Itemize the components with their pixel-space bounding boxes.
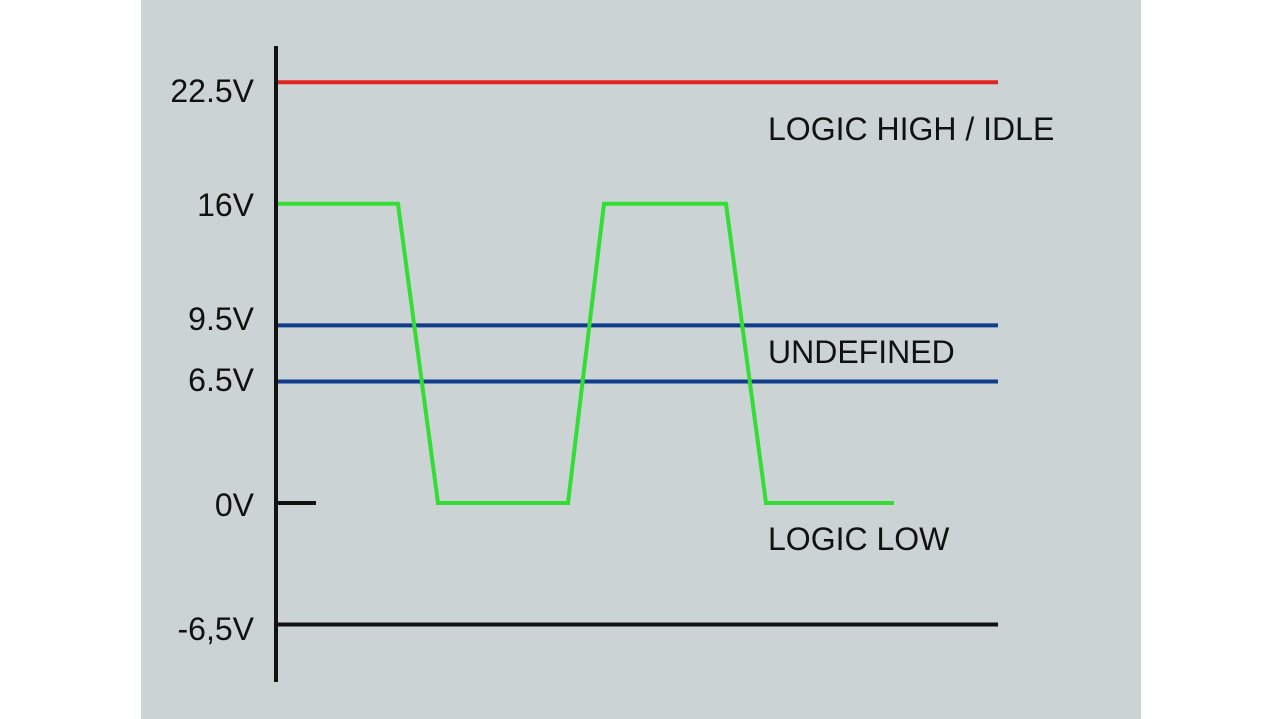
tick-label-6-5v: 6.5V [188,362,254,398]
tick-label-0v: 0V [215,487,255,523]
tick-label-minus-6-5v: -6,5V [178,611,255,647]
zone-label-undefined: UNDEFINED [768,334,955,370]
threshold-lines [276,80,998,627]
zone-labels: LOGIC HIGH / IDLE UNDEFINED LOGIC LOW [768,111,1054,557]
zone-label-logic-low: LOGIC LOW [768,521,950,557]
y-axis-ticks: 22.5V 16V 9.5V 6.5V 0V -6,5V [170,73,254,647]
diagram-background [141,0,1141,719]
tick-label-22-5v: 22.5V [170,73,254,109]
tick-label-9-5v: 9.5V [188,301,254,337]
zone-label-logic-high: LOGIC HIGH / IDLE [768,111,1054,147]
signal-waveform [278,201,894,505]
tick-label-16v: 16V [197,187,255,223]
